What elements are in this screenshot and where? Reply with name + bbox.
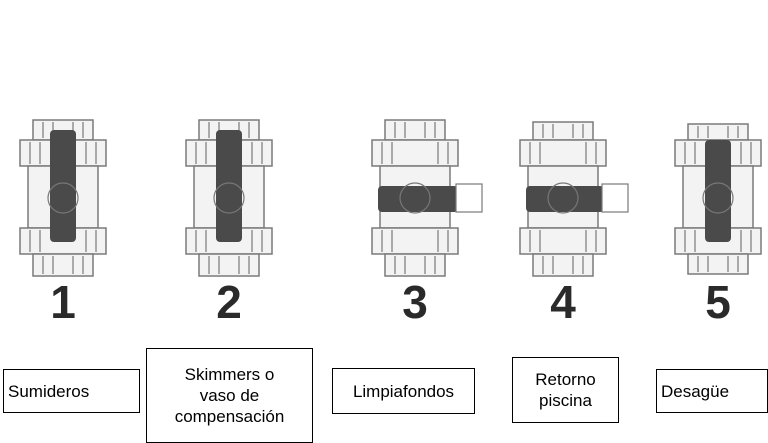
valve-1-label: Sumideros (3, 369, 140, 413)
valve-4 (508, 118, 633, 283)
valve-4-label-text: Retorno piscina (535, 370, 596, 410)
valve-3-number: 3 (402, 276, 428, 328)
valve-2 (174, 118, 284, 283)
valve-1-number: 1 (50, 276, 76, 328)
valve-5-label: Desagüe (656, 369, 768, 413)
valve-2-label: Skimmers o vaso de compensación (146, 348, 313, 443)
valve-4-label: Retorno piscina (512, 357, 619, 423)
valve-1-label-text: Sumideros (8, 381, 90, 401)
valve-4-icon (519, 121, 629, 277)
valve-3 (360, 118, 485, 283)
valve-1 (8, 118, 118, 283)
valve-1-icon (19, 119, 107, 277)
valve-3-label: Limpiafondos (332, 368, 475, 414)
valve-3-label-text: Limpiafondos (352, 381, 455, 401)
valve-3-icon (371, 119, 483, 277)
valve-5-label-text: Desagüe (661, 381, 730, 401)
valve-4-number: 4 (550, 276, 576, 328)
valve-5 (663, 118, 768, 283)
valve-2-icon (185, 119, 273, 277)
valve-5-number: 5 (705, 276, 731, 328)
valve-2-label-text: Skimmers o vaso de compensación (174, 365, 285, 426)
valve-5-icon (674, 123, 762, 275)
valve-2-number: 2 (216, 276, 242, 328)
